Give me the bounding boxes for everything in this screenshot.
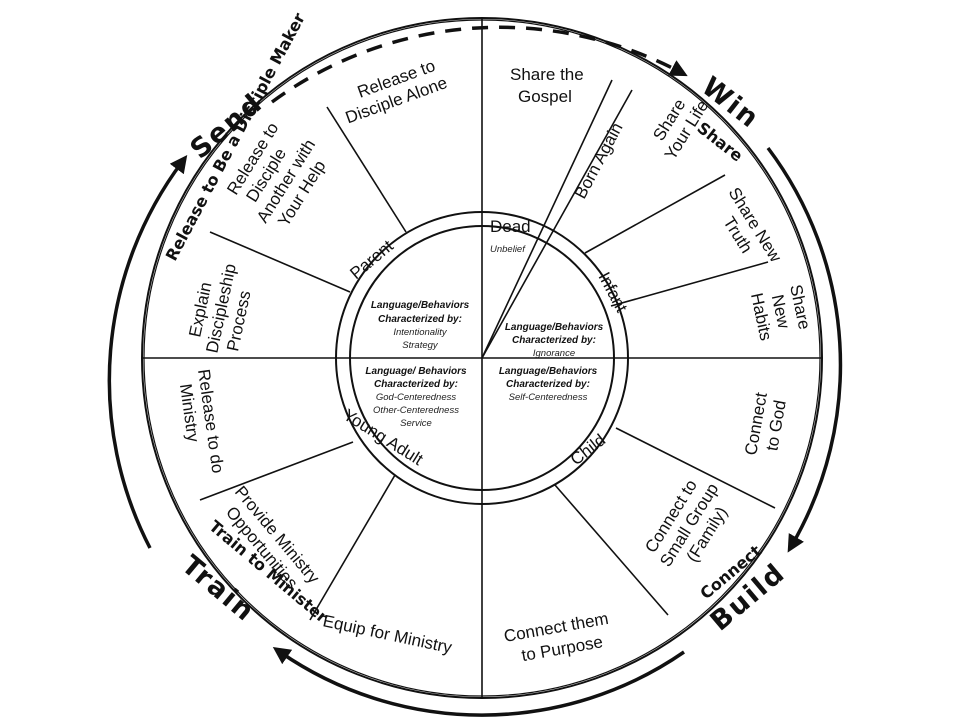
- young-adult-item-2: Service: [400, 418, 432, 429]
- parent-item-0: Intentionality: [393, 327, 448, 338]
- stage-dead-label: Dead: [490, 217, 531, 236]
- parent-head2: Characterized by:: [378, 314, 462, 325]
- young-adult-item-1: Other-Centeredness: [373, 405, 459, 416]
- segment-release-alone: Release to Disciple Alone: [343, 56, 450, 127]
- share-gospel-line-0: Share the: [510, 65, 584, 84]
- young-adult-head1: Language/ Behaviors: [365, 366, 467, 377]
- segment-share-truth: Share New Truth: [719, 184, 785, 266]
- child-head1: Language/Behaviors: [499, 366, 598, 377]
- stage-dead-sub: Unbelief: [490, 244, 526, 255]
- spoke-provide-release: [199, 441, 354, 501]
- spoke-group-purpose: [554, 484, 669, 616]
- spoke-truth-habits: [610, 261, 769, 307]
- segment-explain: Explain Discipleship Process: [185, 262, 254, 355]
- young-adult-item-0: God-Centeredness: [376, 392, 457, 403]
- born-again-line-2: [481, 79, 613, 359]
- spoke-god-group: [615, 427, 776, 509]
- send-to-win-arrow: [270, 25, 688, 104]
- infant-item-0: Ignorance: [533, 348, 575, 359]
- quadrant-child: Language/Behaviors Characterized by: Sel…: [499, 366, 598, 403]
- win-to-build-arrow: [766, 146, 843, 553]
- segment-spokes: [199, 79, 776, 621]
- infant-head1: Language/Behaviors: [505, 322, 604, 333]
- stage-parent-label: Parent: [346, 236, 397, 283]
- young-adult-head2: Characterized by:: [374, 379, 458, 390]
- cycle-arrows: [107, 25, 843, 717]
- segment-share-habits: Share New Habits: [747, 283, 814, 342]
- spoke-another-alone: [326, 106, 407, 233]
- equip-ministry-label: Equip for Ministry: [321, 611, 454, 657]
- child-item-0: Self-Centeredness: [509, 392, 588, 403]
- train-to-send-arrow: [107, 154, 188, 549]
- spoke-equip-provide: [309, 474, 396, 621]
- infant-head2: Characterized by:: [512, 335, 596, 346]
- segment-connect-god: Connect to God: [741, 391, 790, 457]
- segment-release-ministry: Release to do Ministry: [176, 368, 228, 475]
- stage-infant-label: Infant: [594, 269, 631, 316]
- quadrant-parent: Language/Behaviors Characterized by: Int…: [371, 300, 470, 351]
- segment-share-gospel: Share the Gospel: [510, 65, 584, 106]
- born-again-line-1: [481, 89, 633, 359]
- build-to-train-arrow: [272, 647, 685, 717]
- child-head2: Characterized by:: [506, 379, 590, 390]
- parent-item-1: Strategy: [402, 340, 439, 351]
- share-gospel-line-1: Gospel: [518, 87, 572, 106]
- parent-head1: Language/Behaviors: [371, 300, 470, 311]
- born-again-label: Born Again: [571, 120, 627, 202]
- quadrant-infant: Language/Behaviors Characterized by: Ign…: [505, 322, 604, 359]
- spoke-share-life-truth: [584, 174, 726, 254]
- quadrant-young-adult: Language/ Behaviors Characterized by: Go…: [365, 366, 467, 429]
- segment-connect-purpose: Connect them to Purpose: [502, 609, 610, 665]
- spoke-explain-another: [209, 231, 351, 293]
